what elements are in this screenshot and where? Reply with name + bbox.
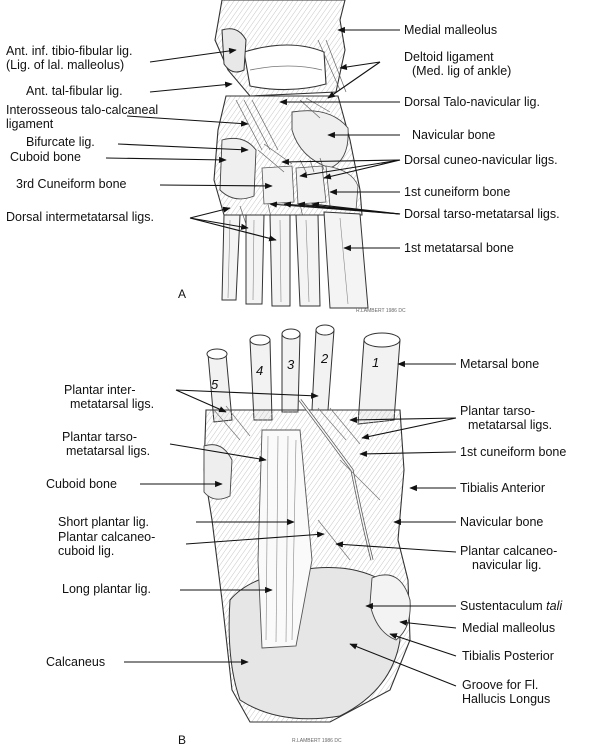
label-first-cuneiform: 1st cuneiform bone	[404, 185, 511, 199]
label-interosseous-talo-calcaneal: Interosseous talo-calcaneal	[6, 103, 159, 117]
label-plantar-tarso-r2: metatarsal ligs.	[468, 418, 553, 432]
digit-2: 2	[321, 351, 329, 366]
label-dorsal-tarso-metatarsal: Dorsal tarso-metatarsal ligs.	[404, 207, 560, 221]
label-third-cuneiform: 3rd Cuneiform bone	[16, 177, 127, 191]
label-tibialis-anterior: Tibialis Anterior	[460, 481, 545, 495]
label-navicular-bone: Navicular bone	[412, 128, 496, 142]
label-dorsal-talo-navicular: Dorsal Talo-navicular lig.	[404, 95, 540, 109]
label-metarsal-bone: Metarsal bone	[460, 357, 540, 371]
label-ant-tal-fibular: Ant. tal-fibular lig.	[26, 84, 123, 98]
panel-b-signature: R.LAMBERT 1986 DC	[292, 738, 342, 744]
label-med-lig-ankle: (Med. lig of ankle)	[412, 64, 512, 78]
label-dorsal-cuneo-navicular: Dorsal cuneo-navicular ligs.	[404, 153, 558, 167]
label-ant-inf-tibiofibular: Ant. inf. tibio-fibular lig.	[6, 44, 133, 58]
label-calcaneus: Calcaneus	[46, 655, 106, 669]
label-ligament: ligament	[6, 117, 54, 131]
label-dorsal-intermetatarsal: Dorsal intermetatarsal ligs.	[6, 210, 154, 224]
panel-b-letter: B	[178, 733, 187, 747]
label-first-cuneiform-b: 1st cuneiform bone	[460, 445, 567, 459]
label-plantar-inter-2: metatarsal ligs.	[70, 397, 155, 411]
label-medial-malleolus: Medial malleolus	[404, 23, 498, 37]
digit-3: 3	[287, 357, 295, 372]
label-plantar-inter-1: Plantar inter-	[64, 383, 136, 397]
panel-a-signature: R.LAMBERT 1986 DC	[356, 308, 406, 314]
label-tibialis-posterior: Tibialis Posterior	[462, 649, 554, 663]
label-deltoid-ligament: Deltoid ligament	[404, 50, 494, 64]
label-plantar-tarso-l2: metatarsal ligs.	[66, 444, 151, 458]
panel-a-letter: A	[178, 287, 187, 301]
label-long-plantar: Long plantar lig.	[62, 582, 151, 596]
panel-b-illustration	[203, 324, 411, 723]
label-first-metatarsal: 1st metatarsal bone	[404, 241, 514, 255]
label-cuboid-bone: Cuboid bone	[10, 150, 81, 164]
label-plantar-calcaneo-cuboid-1: Plantar calcaneo-	[58, 530, 156, 544]
label-lig-lat-malleolus: (Lig. of lal. malleolus)	[6, 58, 125, 72]
leader-lines	[105, 26, 457, 687]
label-plantar-tarso-r1: Plantar tarso-	[460, 404, 536, 418]
label-plantar-tarso-l1: Plantar tarso-	[62, 430, 138, 444]
label-groove-1: Groove for Fl.	[462, 678, 539, 692]
digit-1: 1	[372, 355, 380, 370]
sustentaculum-text: Sustentaculum	[460, 599, 543, 613]
label-plantar-calcaneo-cuboid-2: cuboid lig.	[58, 544, 115, 558]
label-navicular-bone-b: Navicular bone	[460, 515, 544, 529]
sustentaculum-italic: tali	[546, 599, 563, 613]
label-plantar-calcaneo-navicular-2: navicular lig.	[472, 558, 542, 572]
label-cuboid-bone-b: Cuboid bone	[46, 477, 117, 491]
digit-4: 4	[256, 363, 264, 378]
label-medial-malleolus-b: Medial malleolus	[462, 621, 556, 635]
label-sustentaculum: Sustentaculum tali	[460, 599, 562, 613]
label-groove-2: Hallucis Longus	[462, 692, 551, 706]
panel-a-illustration	[213, 0, 369, 309]
label-bifurcate-lig: Bifurcate lig.	[26, 135, 95, 149]
digit-5: 5	[211, 377, 219, 392]
label-short-plantar: Short plantar lig.	[58, 515, 150, 529]
label-plantar-calcaneo-navicular-1: Plantar calcaneo-	[460, 544, 558, 558]
